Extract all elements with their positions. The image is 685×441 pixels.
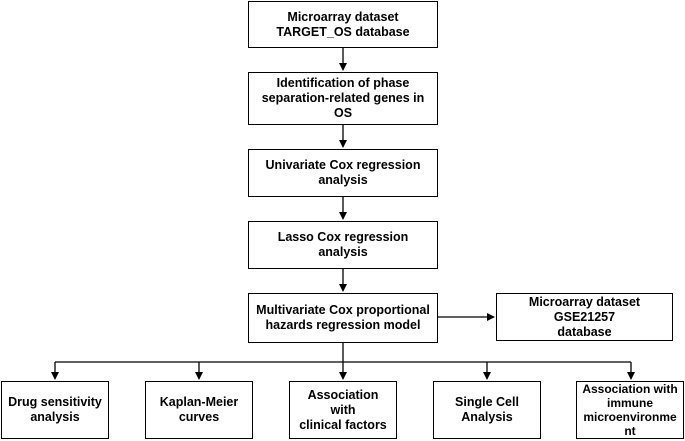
output2-line1: Kaplan-Meier [159,395,239,409]
side-line1: Microarray dataset GSE21257 [528,294,641,324]
step-microarray-target-os: Microarray dataset TARGET_OS database [248,1,438,48]
output-immune-microenvironment: Association with immune microenvironme n… [576,381,684,439]
output3-line1: Association with [307,387,379,417]
output5-line1: Association with [582,382,678,396]
side-line2: database [557,324,612,339]
output4-line1: Single Cell [455,395,519,409]
output-single-cell: Single Cell Analysis [433,381,541,439]
output4-line2: Analysis [461,410,513,424]
output1-line1: Drug sensitivity [8,395,102,409]
output-kaplan-meier: Kaplan-Meier curves [145,381,253,439]
side-box-gse21257: Microarray dataset GSE21257 database [496,293,673,341]
step-univariate-cox: Univariate Cox regression analysis [248,149,438,197]
step3-line2: analysis [318,173,368,187]
step1-line2: TARGET_OS database [276,24,410,39]
step1-line1: Microarray dataset [287,9,399,24]
step-identification-genes: Identification of phase separation-relat… [248,72,438,125]
step5-line2: hazards regression model [265,318,421,332]
step3-line1: Univariate Cox regression [265,158,421,172]
step5-line1: Multivariate Cox proportional [256,303,430,317]
step-multivariate-cox: Multivariate Cox proportional hazards re… [248,293,438,343]
output3-line2: clinical factors [299,417,387,432]
output5-line3: microenvironme [583,410,677,424]
output5-line2: immune [606,396,653,410]
step2-line2: separation-related genes in OS [261,91,425,120]
output5-line4: nt [624,424,636,438]
step2-line1: Identification of phase [276,76,410,90]
output1-line2: analysis [30,410,80,424]
output-clinical-factors: Association with clinical factors [289,381,397,439]
output-drug-sensitivity: Drug sensitivity analysis [1,381,109,439]
output2-line2: curves [178,410,220,424]
step-lasso-cox: Lasso Cox regression analysis [248,221,438,269]
step4-line1: Lasso Cox regression analysis [277,230,409,259]
